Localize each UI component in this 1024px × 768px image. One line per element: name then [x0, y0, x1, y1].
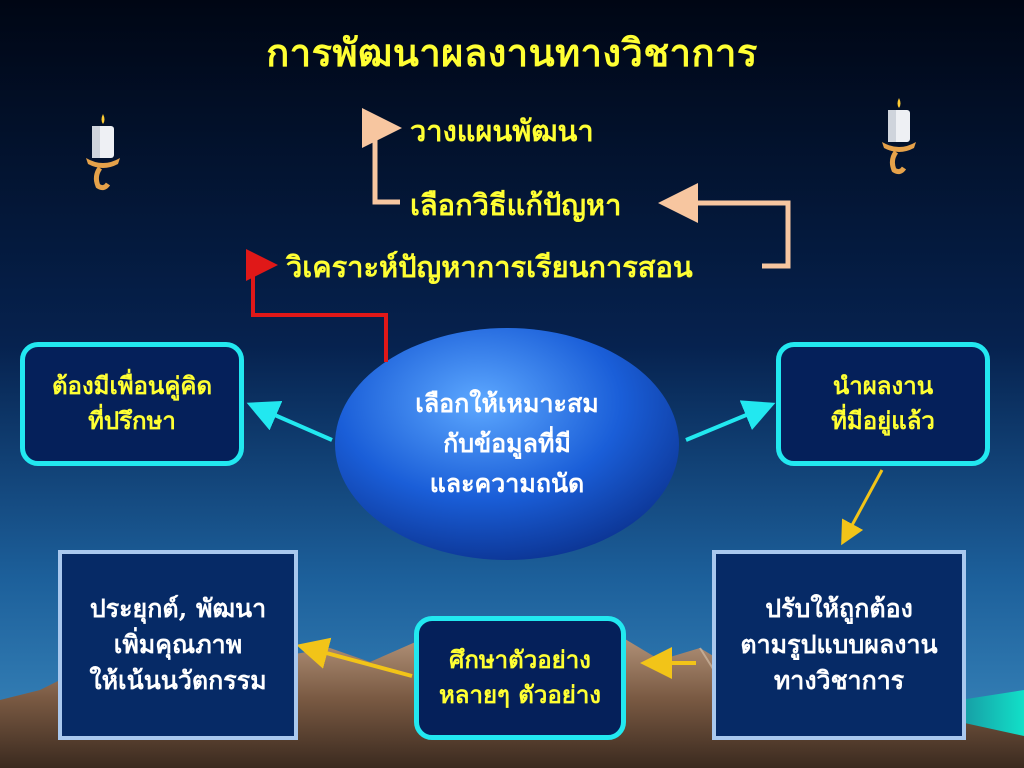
box-line: ตามรูปแบบผลงาน [740, 629, 938, 659]
box-line: ที่มีอยู่แล้ว [831, 406, 935, 435]
arrow-center-to-analyze [246, 249, 388, 362]
box-line: หลายๆ ตัวอย่าง [438, 680, 602, 709]
box-line: ที่ปรึกษา [88, 406, 176, 435]
box-line: นำผลงาน [832, 371, 934, 401]
box-line: เพิ่มคุณภาพ [113, 629, 243, 659]
center-line: และความถนัด [429, 469, 585, 498]
arrow-center-to-partner [246, 400, 333, 442]
candle-icon-right [882, 98, 916, 175]
box-line: ปรับให้ถูกต้อง [765, 593, 913, 623]
step-choose-method: เลือกวิธีแก้ปัญหา [410, 188, 622, 222]
box-line: ทางวิชาการ [773, 666, 905, 696]
box-line: ต้องมีเพื่อนคู่คิด [51, 371, 213, 401]
center-ellipse: เลือกให้เหมาะสม กับข้อมูลที่มี และความถน… [334, 328, 680, 560]
box-line: ประยุกต์, พัฒนา [89, 593, 267, 623]
step-analyze: วิเคราะห์ปัญหาการเรียนการสอน [286, 250, 693, 284]
slide-title: การพัฒนาผลงานทางวิชาการ [266, 30, 758, 75]
candle-icon-left [86, 114, 120, 191]
arrow-analyze-to-method [658, 183, 791, 269]
box-adjust: ปรับให้ถูกต้อง ตามรูปแบบผลงาน ทางวิชาการ [712, 550, 966, 740]
arrow-center-to-existing [685, 400, 776, 442]
box-line: ศึกษาตัวอย่าง [449, 645, 591, 675]
center-line: เลือกให้เหมาะสม [415, 389, 599, 418]
step-plan: วางแผนพัฒนา [410, 114, 594, 148]
arrow-study-to-apply [296, 637, 413, 678]
center-ellipse-shape [335, 328, 679, 560]
box-partner: ต้องมีเพื่อนคู่คิด ที่ปรึกษา [20, 342, 244, 466]
center-line: กับข้อมูลที่มี [443, 429, 571, 458]
box-line: ให้เน้นนวัตกรรม [89, 666, 267, 696]
box-existing-work: นำผลงาน ที่มีอยู่แล้ว [776, 342, 990, 466]
box-study-examples: ศึกษาตัวอย่าง หลายๆ ตัวอย่าง [414, 616, 626, 740]
arrow-existing-to-adjust [841, 469, 884, 546]
arrow-method-to-plan [362, 108, 402, 205]
box-apply-develop: ประยุกต์, พัฒนา เพิ่มคุณภาพ ให้เน้นนวัตก… [58, 550, 298, 740]
